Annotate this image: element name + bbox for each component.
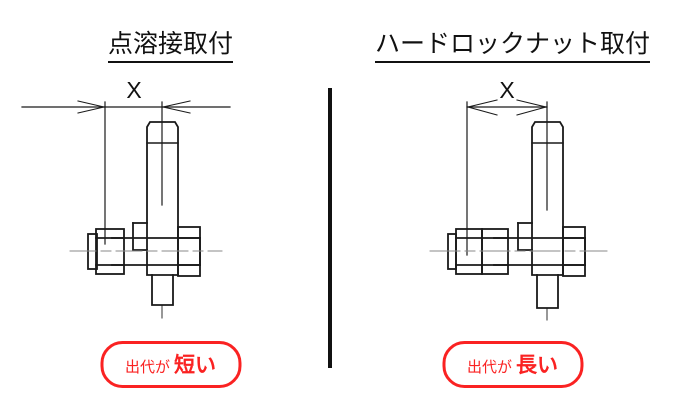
panel-title-spot-weld: 点溶接取付 xyxy=(0,24,341,63)
stud-body xyxy=(531,121,564,276)
hex-nut-inner xyxy=(481,228,509,275)
dimension-arrow-left xyxy=(77,100,105,114)
badge-hard-lock-nut: 出代が 長い xyxy=(441,341,584,388)
panel-title-text: 点溶接取付 xyxy=(107,30,233,63)
hex-nut-left xyxy=(95,228,125,275)
drawing-spot-weld: X xyxy=(21,77,231,319)
stud-lower-tab xyxy=(536,274,559,309)
drawing-hard-lock-nut: X xyxy=(429,77,608,321)
bolt-shank xyxy=(111,237,201,266)
panel-divider xyxy=(328,88,332,368)
badge-emphasis: 長い xyxy=(516,354,559,377)
dimension-arrow-right xyxy=(162,100,191,114)
stud-body xyxy=(146,121,179,276)
hex-nut-outer xyxy=(455,228,483,275)
washer-left xyxy=(87,233,98,270)
dimension-label: X xyxy=(499,77,514,103)
badge-prefix: 出代が xyxy=(124,359,171,376)
panel-spot-weld: 点溶接取付 xyxy=(0,0,341,414)
dimension-label: X xyxy=(126,77,141,103)
panel-title-text: ハードロックナット取付 xyxy=(374,30,650,63)
washer-left xyxy=(447,233,457,270)
stud-collar xyxy=(517,222,533,251)
badge-spot-weld: 出代が 短い xyxy=(99,341,242,388)
badge-emphasis: 短い xyxy=(174,354,217,377)
dimension-arrow-right xyxy=(516,99,547,116)
badge-prefix: 出代が xyxy=(466,359,513,376)
panel-title-hard-lock-nut: ハードロックナット取付 xyxy=(342,24,683,63)
stud-collar xyxy=(132,222,148,251)
dimension-arrow-left xyxy=(467,99,498,116)
panel-hard-lock-nut: ハードロックナット取付 xyxy=(342,0,683,414)
stud-lower-tab xyxy=(151,274,174,306)
bolt-right-plate xyxy=(177,226,201,277)
bolt-right-plate xyxy=(562,226,586,277)
